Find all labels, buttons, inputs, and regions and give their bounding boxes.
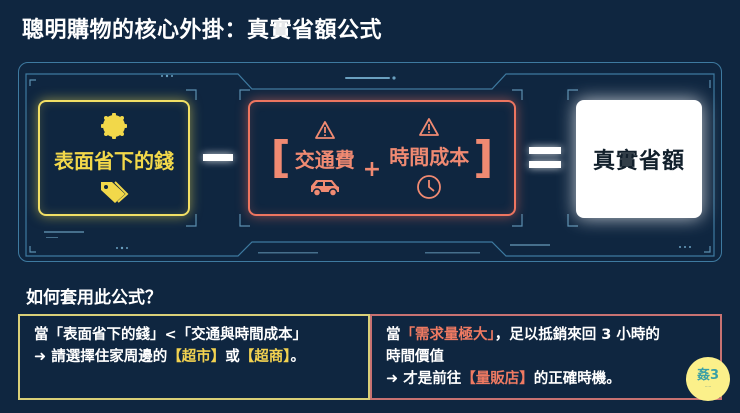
surface-savings-box: 表面省下的錢 — [38, 100, 190, 216]
warning-icon — [314, 120, 335, 139]
time-cost-label: 時間成本 — [389, 144, 470, 169]
right-panel-line1: 當「需求量極大」，足以抵銷來回 3 小時的 — [386, 324, 706, 346]
open-bracket: [ — [270, 132, 291, 183]
clock-icon — [417, 174, 442, 199]
transport-cost-term: 交通費 — [295, 120, 355, 197]
hud-frame — [18, 62, 722, 262]
close-bracket: ] — [473, 132, 494, 183]
right-panel-line1-suffix: ，足以抵銷來回 3 小時的 — [494, 327, 660, 343]
hypermarket-highlight: 【量販店】 — [461, 371, 534, 387]
logo-subtext: ····· — [704, 384, 712, 389]
usage-panel-left: 當「表面省下的錢」<「交通與時間成本」 ➜ 請選擇住家周邊的【超市】或【超商】。 — [18, 314, 370, 400]
equals-operator-top — [529, 147, 561, 154]
sun-badge-icon — [101, 112, 127, 139]
left-panel-connector: 或 — [225, 349, 240, 365]
plus-operator: + — [362, 156, 382, 182]
right-panel-line2: 時間價值 — [386, 349, 444, 365]
left-panel-prefix: ➜ 請選擇住家周邊的 — [34, 349, 168, 365]
right-panel-line3-suffix: 的正確時機。 — [533, 371, 621, 387]
supermarket-highlight: 【超市】 — [167, 349, 226, 365]
left-panel-line2: ➜ 請選擇住家周邊的【超市】或【超商】。 — [34, 346, 354, 368]
usage-panel-right: 當「需求量極大」，足以抵銷來回 3 小時的 時間價值 ➜ 才是前往【量販店】的正… — [370, 314, 722, 400]
equals-operator-bottom — [529, 161, 561, 168]
price-tag-icon — [101, 180, 129, 203]
minus-operator — [203, 154, 233, 161]
brand-logo: 姦3 ····· — [686, 357, 730, 401]
right-panel-prefix: 當 — [386, 327, 401, 343]
true-savings-box: 真實省額 — [576, 100, 702, 218]
surface-savings-label: 表面省下的錢 — [54, 148, 174, 173]
warning-icon — [419, 117, 440, 136]
left-panel-line1: 當「表面省下的錢」<「交通與時間成本」 — [34, 327, 308, 343]
car-icon — [310, 179, 339, 197]
convenience-store-highlight: 【超商】 — [239, 349, 291, 365]
right-panel-line3: ➜ 才是前往【量販店】的正確時機。 — [386, 368, 706, 390]
true-savings-label: 真實省額 — [592, 149, 685, 174]
transport-cost-label: 交通費 — [294, 147, 355, 172]
usage-heading: 如何套用此公式？ — [26, 288, 162, 308]
left-panel-suffix: 。 — [290, 349, 305, 365]
page-title: 聰明購物的核心外掛：真實省額公式 — [22, 18, 383, 43]
cost-group-box: [ 交通費 + 時間成本 ] — [248, 100, 516, 216]
high-demand-highlight: 「需求量極大」 — [400, 327, 495, 343]
logo-mark: 姦3 — [696, 368, 720, 383]
time-cost-term: 時間成本 — [389, 117, 469, 200]
right-panel-line3-prefix: ➜ 才是前往 — [386, 371, 462, 387]
